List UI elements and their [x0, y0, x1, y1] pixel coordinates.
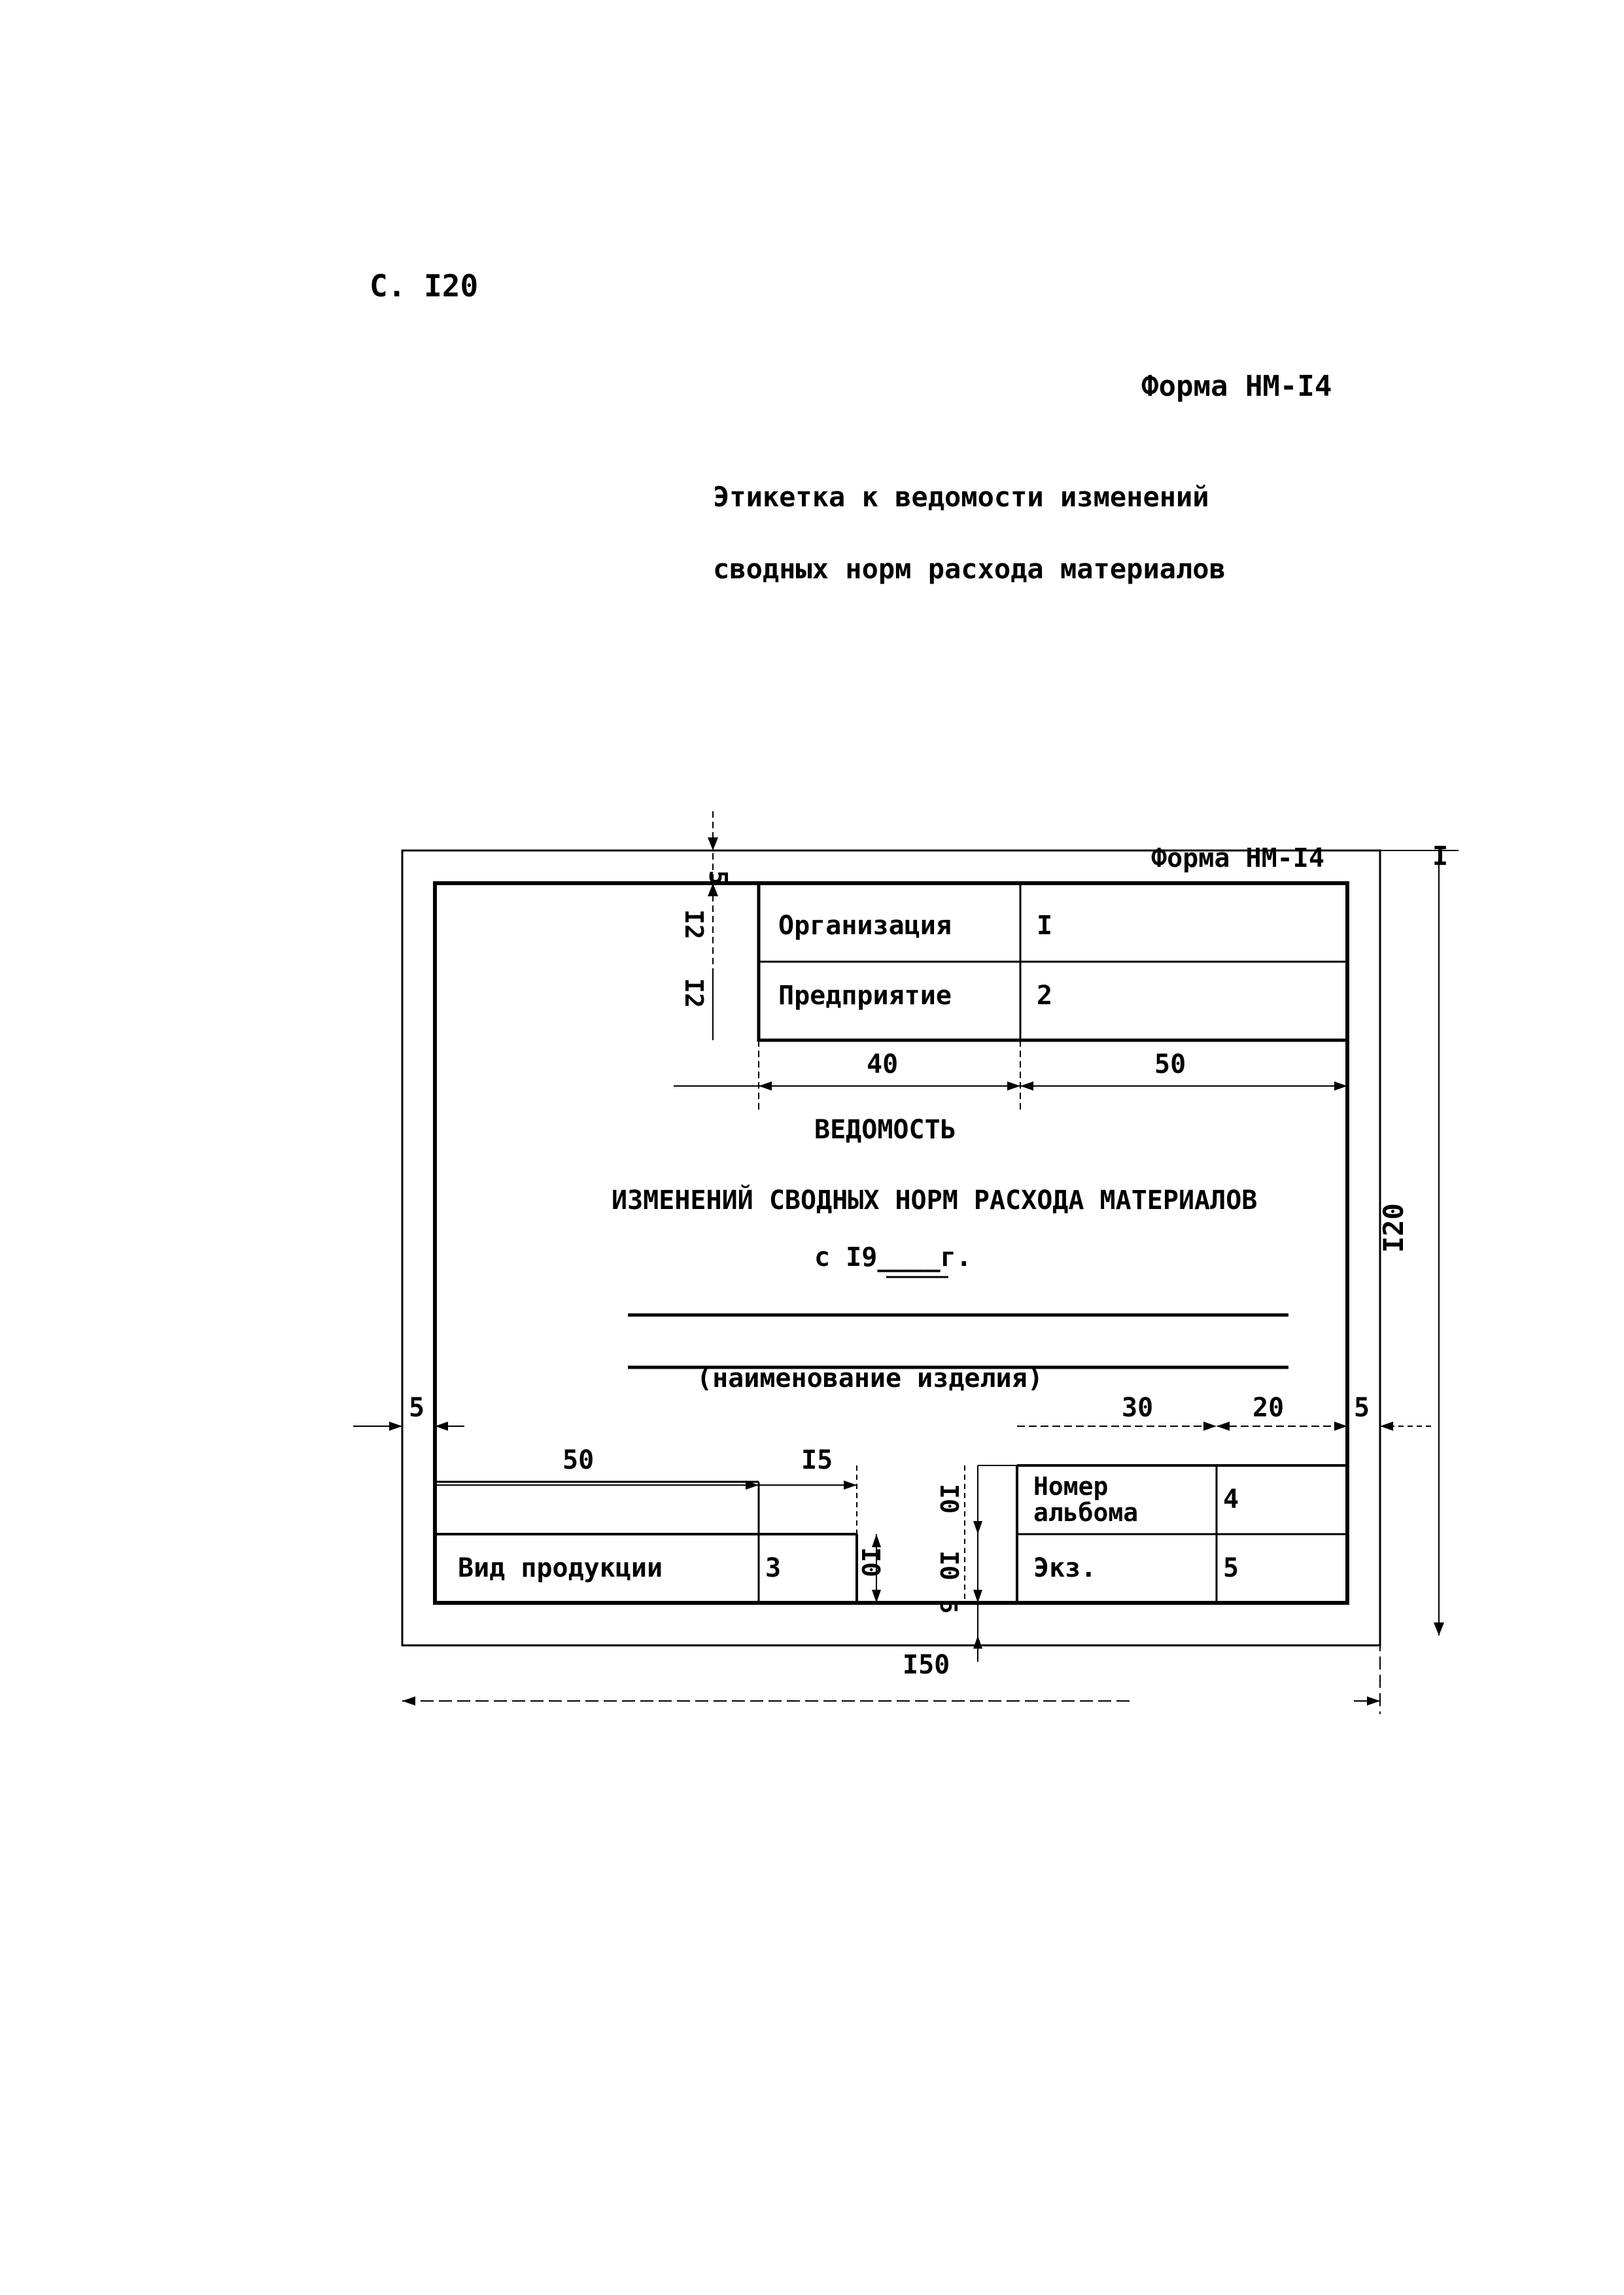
- album-value: 4: [1223, 1484, 1239, 1515]
- page-number: С. I20: [370, 268, 479, 304]
- dim-bl-col2-width: I5: [801, 1445, 833, 1475]
- dim-col1-width: 40: [867, 1049, 898, 1079]
- dim-br-row1-height: I0: [935, 1484, 963, 1514]
- album-label-2: альбома: [1033, 1498, 1138, 1527]
- sheet-subtitle: ИЗМЕНЕНИЙ СВОДНЫХ НОРМ РАСХОДА МАТЕРИАЛО…: [612, 1184, 1257, 1216]
- dim-bl-col1-width: 50: [562, 1445, 594, 1475]
- org-label: Организация: [778, 911, 952, 941]
- sheet-title: ВЕДОМОСТЬ: [814, 1115, 956, 1145]
- dim-total-height: I20: [1377, 1203, 1409, 1253]
- dim-br-col2-width: 20: [1253, 1393, 1284, 1423]
- dim-corner: I: [1432, 841, 1448, 871]
- product-kind-label: Вид продукции: [458, 1553, 663, 1583]
- enterprise-value: 2: [1037, 981, 1052, 1011]
- dim-bottom-margin: 5: [935, 1600, 961, 1614]
- product-kind-value: 3: [765, 1553, 781, 1583]
- org-value: I: [1037, 911, 1052, 941]
- dim-row2-height: I2: [680, 978, 708, 1008]
- dim-br-col1-width: 30: [1122, 1393, 1153, 1423]
- album-label-1: Номер: [1033, 1472, 1108, 1501]
- dim-right-margin: 5: [1354, 1393, 1370, 1423]
- copy-label: Экз.: [1033, 1553, 1096, 1583]
- form-code: Форма НМ-I4: [1141, 370, 1332, 403]
- enterprise-label: Предприятие: [778, 981, 952, 1011]
- dim-left-margin: 5: [409, 1393, 424, 1423]
- date-line: с I9____г.: [814, 1242, 972, 1272]
- label-form-code: Форма НМ-I4: [1151, 843, 1324, 873]
- product-name-caption: (наименование изделия): [697, 1363, 1043, 1393]
- dim-total-width: I50: [903, 1650, 950, 1680]
- dim-top-margin: 5: [704, 870, 733, 885]
- dim-br-row2-height: I0: [935, 1550, 963, 1581]
- copy-value: 5: [1223, 1553, 1239, 1583]
- dim-small-height: I0: [856, 1547, 885, 1577]
- dim-col2-width: 50: [1154, 1049, 1186, 1079]
- document-title-line-2: сводных норм расхода материалов: [713, 553, 1226, 585]
- document-title-line-1: Этикетка к ведомости изменений: [713, 481, 1209, 513]
- dim-row1-height: I2: [680, 909, 708, 939]
